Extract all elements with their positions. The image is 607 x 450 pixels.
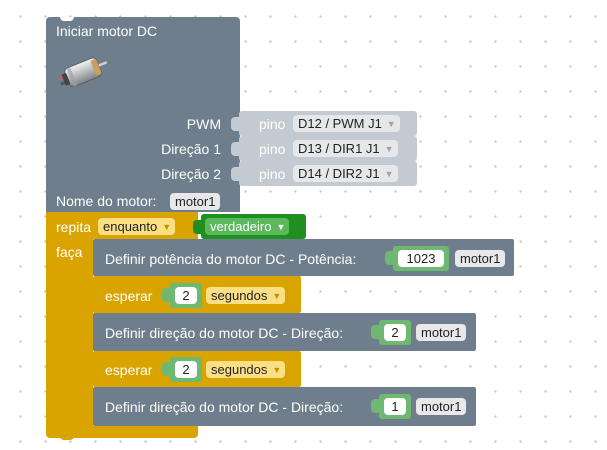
set-direction-block-body bbox=[93, 387, 476, 426]
repeat-mode-value: enquanto bbox=[103, 219, 158, 234]
pin-label: pino bbox=[259, 166, 286, 182]
dir1-pin-value: D13 / DIR1 J1 bbox=[298, 141, 380, 156]
boolean-value-dropdown[interactable]: verdadeiro ▼ bbox=[205, 218, 290, 235]
do-label: faça bbox=[56, 244, 83, 260]
number-block-connector bbox=[162, 362, 171, 376]
pwm-label: PWM bbox=[186, 116, 221, 132]
set-direction-motor-field[interactable]: motor1 bbox=[416, 324, 467, 341]
wait-label: esperar bbox=[105, 362, 153, 378]
set-power-motor-field[interactable]: motor1 bbox=[455, 250, 506, 267]
chevron-down-icon: ▼ bbox=[272, 291, 282, 301]
chevron-down-icon: ▼ bbox=[162, 222, 172, 232]
number-block-connector bbox=[371, 325, 380, 339]
set-direction-motor-field[interactable]: motor1 bbox=[416, 398, 467, 415]
direction-value-field[interactable]: 2 bbox=[384, 324, 406, 341]
direction1-label: Direção 1 bbox=[161, 141, 221, 157]
set-direction-block-body bbox=[93, 313, 476, 351]
init-motor-block-body bbox=[46, 17, 240, 212]
chevron-down-icon: ▼ bbox=[272, 365, 282, 375]
dir2-pin-value: D14 / DIR2 J1 bbox=[298, 166, 380, 181]
chevron-down-icon: ▼ bbox=[384, 169, 394, 179]
wait-unit-dropdown[interactable]: segundos ▼ bbox=[206, 361, 286, 378]
repeat-block-left-arm bbox=[46, 239, 93, 426]
chevron-down-icon: ▼ bbox=[386, 119, 396, 129]
chevron-down-icon: ▼ bbox=[384, 144, 394, 154]
repeat-label: repita bbox=[56, 219, 92, 235]
set-direction-label: Definir direção do motor DC - Direção: bbox=[105, 399, 344, 415]
wait-unit-value: segundos bbox=[211, 362, 268, 377]
wait-value-field[interactable]: 2 bbox=[175, 287, 197, 304]
block-bottom-notch bbox=[60, 436, 74, 440]
motor-name-label: Nome do motor: bbox=[56, 193, 157, 209]
boolean-block-connector bbox=[193, 220, 202, 234]
repeat-block-footer bbox=[46, 426, 198, 438]
motor-name-field[interactable]: motor1 bbox=[170, 193, 221, 210]
power-value-field[interactable]: 1023 bbox=[398, 250, 444, 267]
pin-block-connector bbox=[231, 142, 239, 156]
wait-unit-dropdown[interactable]: segundos ▼ bbox=[206, 287, 286, 304]
init-motor-title: Iniciar motor DC bbox=[56, 23, 158, 39]
repeat-mode-dropdown[interactable]: enquanto ▼ bbox=[98, 218, 176, 235]
number-block-connector bbox=[371, 399, 380, 413]
wait-value-field[interactable]: 2 bbox=[175, 361, 197, 378]
dir2-pin-dropdown[interactable]: D14 / DIR2 J1 ▼ bbox=[293, 165, 398, 182]
dir1-pin-dropdown[interactable]: D13 / DIR1 J1 ▼ bbox=[293, 140, 398, 157]
pin-label: pino bbox=[259, 141, 286, 157]
number-block-connector bbox=[385, 251, 394, 265]
set-direction-label: Definir direção do motor DC - Direção: bbox=[105, 325, 344, 341]
set-power-label: Definir potência do motor DC - Potência: bbox=[105, 251, 357, 267]
dc-motor-image bbox=[54, 52, 114, 92]
direction2-label: Direção 2 bbox=[161, 166, 221, 182]
pin-block-connector bbox=[231, 167, 239, 181]
boolean-value: verdadeiro bbox=[210, 219, 272, 234]
pin-block-connector bbox=[231, 117, 239, 131]
chevron-down-icon: ▼ bbox=[276, 222, 286, 232]
wait-label: esperar bbox=[105, 288, 153, 304]
pin-label: pino bbox=[259, 116, 286, 132]
pwm-pin-dropdown[interactable]: D12 / PWM J1 ▼ bbox=[293, 115, 400, 132]
pwm-pin-value: D12 / PWM J1 bbox=[298, 116, 382, 131]
number-block-connector bbox=[162, 288, 171, 302]
block-top-notch bbox=[60, 17, 74, 21]
wait-unit-value: segundos bbox=[211, 288, 268, 303]
direction-value-field[interactable]: 1 bbox=[384, 398, 406, 415]
